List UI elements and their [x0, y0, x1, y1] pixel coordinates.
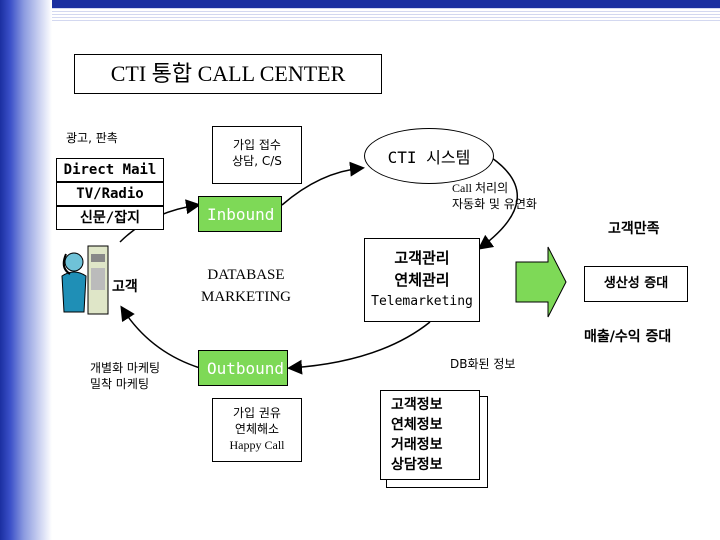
- overdue-management-line: 연체관리: [394, 271, 450, 289]
- result-revenue: 매출/수익 증대: [584, 329, 672, 345]
- arrow-center-to-outbound: [287, 321, 431, 375]
- call-process-text: Call 처리의 자동화 및 유연화: [452, 180, 537, 212]
- happy-call-line: Happy Call: [229, 438, 285, 452]
- customer-phone-icon: [61, 245, 109, 315]
- call-process-line1: Call 처리의: [452, 181, 509, 195]
- info-stack: 고객정보 연체정보 거래정보 상담정보: [380, 390, 480, 480]
- result-customer-satisfaction: 고객만족: [608, 221, 660, 237]
- overdue-resolve-line: 연체해소: [234, 422, 280, 436]
- media-item-direct-mail: Direct Mail: [56, 158, 164, 182]
- media-item-tv-radio: TV/Radio: [56, 182, 164, 206]
- telemarketing-line: Telemarketing: [371, 294, 473, 309]
- result-arrow: [515, 246, 567, 318]
- join-line: 가입 접수: [233, 138, 281, 152]
- marketing-line: MARKETING: [201, 289, 291, 305]
- header-bar: [0, 0, 720, 8]
- customer-label: 고객: [112, 279, 138, 295]
- arrow-inbound-to-cti: [281, 161, 365, 206]
- database-line: DATABASE: [207, 267, 285, 283]
- database-marketing-text: DATABASE MARKETING: [184, 264, 308, 308]
- arrow-cti-to-center: [477, 157, 518, 250]
- join-consult-box: 가입 접수 상담, C/S: [212, 126, 302, 184]
- personal-marketing-text: 개별화 마케팅 밀착 마케팅: [90, 360, 160, 392]
- info-item-overdue: 연체정보: [391, 417, 443, 433]
- inbound-box: Inbound: [198, 196, 282, 232]
- cti-system-ellipse: CTI 시스템: [364, 128, 494, 184]
- media-caption: 광고, 판촉: [66, 131, 118, 145]
- header-stripes: [52, 8, 720, 22]
- db-info-label: DB화된 정보: [450, 357, 516, 371]
- personal-marketing-line2: 밀착 마케팅: [90, 377, 150, 391]
- personal-marketing-line1: 개별화 마케팅: [90, 361, 161, 375]
- media-item-newspaper: 신문/잡지: [56, 206, 164, 230]
- customer-management-box: 고객관리 연체관리 Telemarketing: [364, 238, 480, 322]
- customer-management-line: 고객관리: [394, 249, 450, 267]
- join-recommend-line: 가입 권유: [233, 406, 281, 420]
- info-item-transaction: 거래정보: [391, 437, 443, 453]
- outbound-detail-box: 가입 권유 연체해소 Happy Call: [212, 398, 302, 462]
- call-process-line2: 자동화 및 유연화: [452, 197, 537, 211]
- arrow-outbound-to-customer: [120, 305, 201, 369]
- page-title: CTI 통합 CALL CENTER: [74, 54, 382, 94]
- info-item-customer: 고객정보: [391, 397, 443, 413]
- consult-line: 상담, C/S: [232, 154, 282, 168]
- result-productivity: 생산성 증대: [584, 266, 688, 302]
- outbound-box: Outbound: [198, 350, 288, 386]
- left-gradient-bar: [0, 0, 52, 540]
- info-item-consultation: 상담정보: [391, 457, 443, 473]
